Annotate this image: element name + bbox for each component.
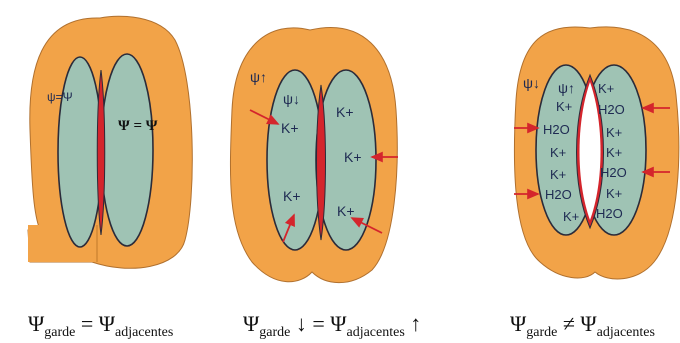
left-cell-label: H2O <box>543 122 570 137</box>
right-cell-label: K+ <box>606 125 622 140</box>
psi-inside-label: ψ↑ <box>558 80 575 96</box>
guard-cell-left <box>58 57 102 247</box>
psi-inside-label: ψ↓ <box>283 91 300 107</box>
right-cell-label: K+ <box>598 81 614 96</box>
ion-label: K+ <box>344 149 362 165</box>
psi-outside-label: ψ↓ <box>523 75 540 91</box>
ion-label: K+ <box>281 120 299 136</box>
left-cell-label: K+ <box>563 209 579 224</box>
ion-label: K+ <box>336 104 354 120</box>
ion-label: K+ <box>283 188 301 204</box>
guard-cell-right <box>101 54 153 246</box>
panel-open: ψ↓ ψ↑ K+ H2O K+ K+ H2O K+ K+ H2O K+ K+ H… <box>514 27 679 279</box>
ion-label: K+ <box>337 203 355 219</box>
left-cell-label: K+ <box>556 99 572 114</box>
left-cell-label: K+ <box>550 145 566 160</box>
right-cell-label: K+ <box>606 145 622 160</box>
right-cell-label: H2O <box>598 102 625 117</box>
panel-opening: ψ↑ ψ↓ K+ K+ K+ K+ K+ <box>230 28 398 283</box>
caption-equilibrium: Ψgarde = Ψadjacentes <box>28 311 173 341</box>
panel-equilibrium: ψ=Ψ Ψ = Ψ <box>28 16 192 268</box>
caption-open: Ψgarde ≠ Ψadjacentes <box>510 311 655 341</box>
right-cell-label: K+ <box>606 186 622 201</box>
psi-outside-label: ψ↑ <box>250 69 267 85</box>
left-cell-label: K+ <box>550 167 566 182</box>
left-cell-label: H2O <box>545 187 572 202</box>
psi-center-label: Ψ = Ψ <box>118 118 158 134</box>
stomatal-pore <box>97 70 105 235</box>
right-cell-label: H2O <box>596 206 623 221</box>
caption-opening: Ψgarde ↓ = Ψadjacentes ↑ <box>243 311 421 341</box>
psi-left-label: ψ=Ψ <box>47 90 73 104</box>
right-cell-label: H2O <box>600 165 627 180</box>
